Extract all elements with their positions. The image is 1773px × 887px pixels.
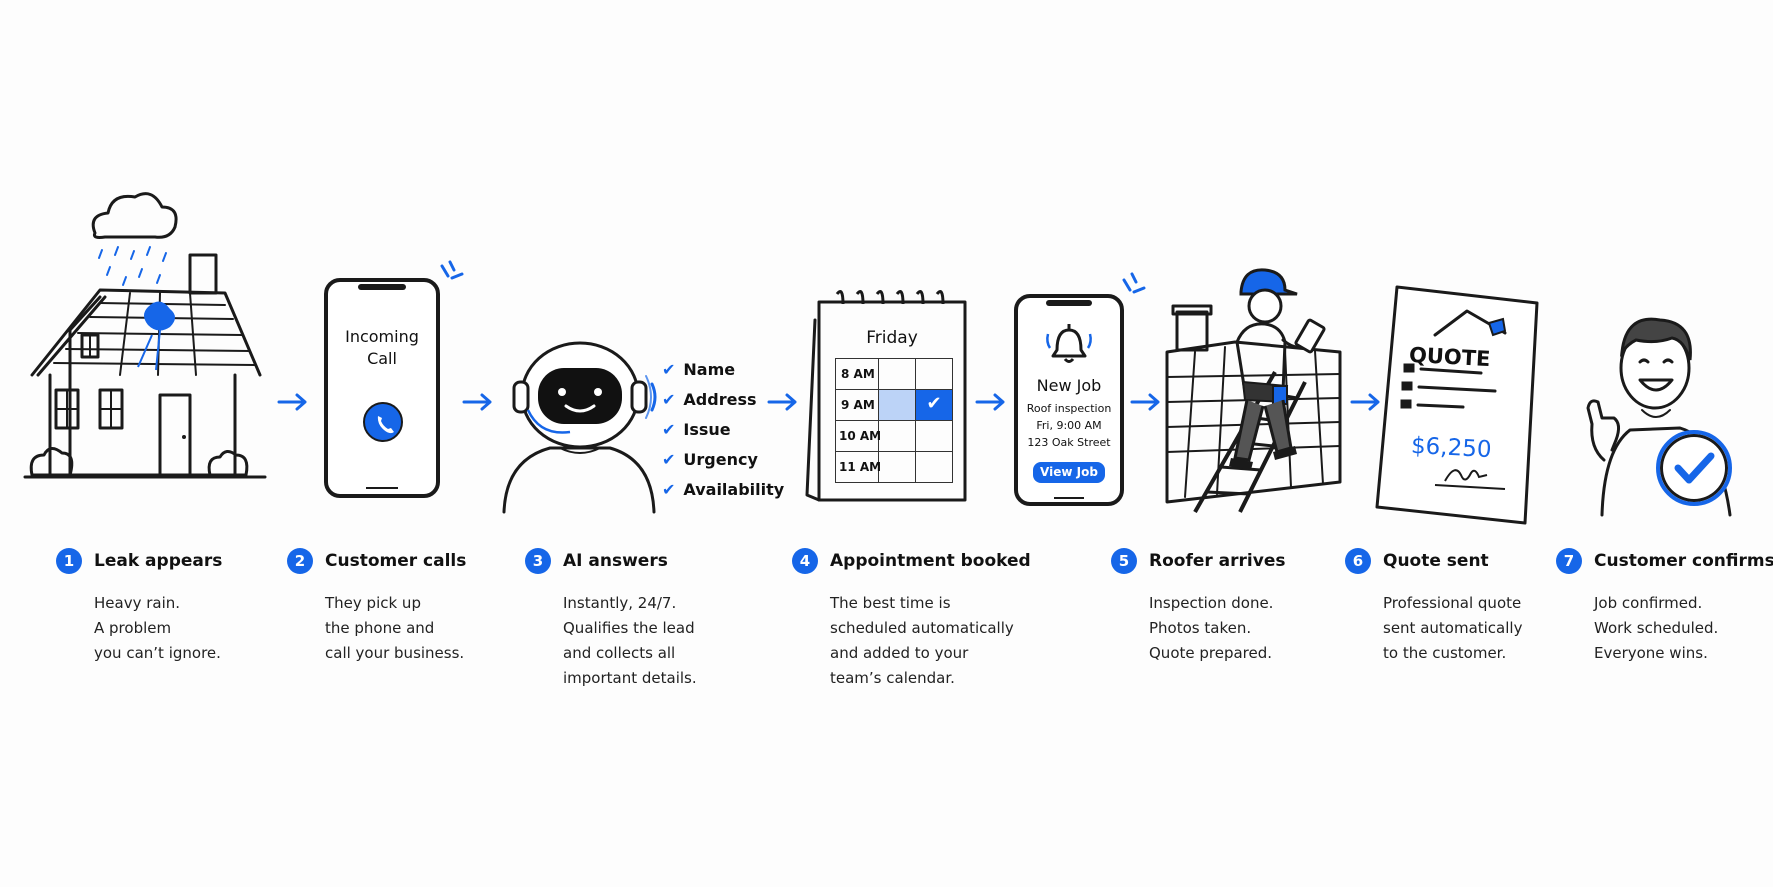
view-job-button[interactable]: View Job	[1033, 462, 1105, 483]
step-desc-line: important details.	[563, 669, 697, 687]
roofer-illustration	[1165, 262, 1345, 517]
calendar-time: 8 AM	[841, 367, 875, 381]
step-desc-line: Professional quote	[1383, 594, 1522, 612]
new-job-phone: New Job Roof inspection Fri, 9:00 AM 123…	[1010, 270, 1155, 515]
step-desc-line: and collects all	[563, 644, 676, 662]
calendar-day: Friday	[866, 328, 918, 348]
step-desc-line: the phone and	[325, 619, 435, 637]
step-6: 6 Quote sent Professional quote sent autom…	[1345, 548, 1522, 666]
calendar-time: 11 AM	[839, 460, 882, 474]
step-3: 3 AI answers Instantly, 24/7. Qualifies th…	[525, 548, 697, 691]
step-desc-line: Qualifies the lead	[563, 619, 695, 637]
checklist-item: Address	[683, 390, 757, 409]
calendar-time: 10 AM	[839, 429, 882, 443]
step-title: Quote sent	[1383, 551, 1489, 571]
step-desc-line: Instantly, 24/7.	[563, 594, 677, 612]
step-desc-line: A problem	[94, 619, 172, 637]
step-number: 1	[56, 548, 82, 574]
step-number: 5	[1111, 548, 1137, 574]
step-number: 6	[1345, 548, 1371, 574]
step-desc-line: Job confirmed.	[1594, 594, 1703, 612]
step-desc-line: Photos taken.	[1149, 619, 1252, 637]
step-desc-line: Work scheduled.	[1594, 619, 1719, 637]
cloud-icon	[91, 192, 178, 239]
step-desc-line: scheduled automatically	[830, 619, 1014, 637]
customer-illustration	[1560, 300, 1740, 520]
bell-icon	[1046, 324, 1092, 363]
step-number: 4	[792, 548, 818, 574]
house-illustration	[20, 185, 270, 495]
incoming-call-line1: Incoming	[345, 327, 419, 346]
phone-incoming-call: Incoming Call	[318, 260, 468, 500]
arrow-right-icon	[1130, 393, 1160, 411]
checklist-item: Availability	[683, 480, 785, 499]
check-badge-icon	[1656, 430, 1732, 506]
step-desc-line: call your business.	[325, 644, 465, 662]
step-number: 7	[1556, 548, 1582, 574]
check-icon: ✔	[662, 360, 676, 379]
new-job-line3: 123 Oak Street	[1027, 436, 1111, 449]
calendar-illustration: Friday ✔ 8 AM 9 AM 10 AM 11 AM	[805, 290, 970, 505]
step-title: Customer calls	[325, 551, 467, 571]
checklist-item: Urgency	[683, 450, 758, 469]
quote-title: QUOTE	[1408, 342, 1492, 372]
step-title: Appointment booked	[830, 551, 1031, 571]
step-desc-line: Heavy rain.	[94, 594, 181, 612]
step-desc-line: They pick up	[325, 594, 421, 612]
step-desc-line: Inspection done.	[1149, 594, 1274, 612]
new-job-title: New Job	[1036, 376, 1102, 395]
calendar-time: 9 AM	[841, 398, 875, 412]
quote-amount: $6,250	[1410, 432, 1493, 464]
step-title: AI answers	[563, 551, 668, 571]
step-desc-line: and added to your	[830, 644, 969, 662]
check-icon: ✔	[662, 420, 676, 439]
new-job-line1: Roof inspection	[1026, 402, 1112, 415]
step-desc-line: Everyone wins.	[1594, 644, 1708, 662]
arrow-right-icon	[767, 393, 797, 411]
booked-slot: ✔	[915, 389, 953, 421]
step-desc-line: you can’t ignore.	[94, 644, 221, 662]
step-desc-line: sent automatically	[1383, 619, 1523, 637]
check-icon: ✔	[662, 480, 676, 499]
checklist-item: Name	[683, 360, 736, 379]
step-title: Customer confirms	[1594, 551, 1773, 571]
check-icon: ✔	[926, 393, 942, 414]
step-4: 4 Appointment booked The best time is sche…	[792, 548, 1031, 691]
step-1: 1 Leak appears Heavy rain. A problem you ca…	[56, 548, 222, 666]
step-2: 2 Customer calls They pick up the phone an…	[287, 548, 466, 666]
step-number: 3	[525, 548, 551, 574]
step-number: 2	[287, 548, 313, 574]
step-title: Leak appears	[94, 551, 223, 571]
step-7: 7 Customer confirms Job confirmed. Work sc…	[1556, 548, 1773, 666]
arrow-right-icon	[975, 393, 1005, 411]
incoming-call-line2: Call	[367, 349, 397, 368]
phone-icon	[363, 402, 403, 442]
checklist-item: Issue	[683, 420, 731, 439]
step-desc-line: team’s calendar.	[830, 669, 955, 687]
step-5: 5 Roofer arrives Inspection done. Photos t…	[1111, 548, 1285, 666]
check-icon: ✔	[662, 450, 676, 469]
ai-robot-illustration	[500, 340, 660, 515]
robot-checklist: ✔ Name ✔ Address ✔ Issue ✔ Urgency ✔ Availabi…	[662, 360, 785, 510]
arrow-right-icon	[1350, 393, 1380, 411]
step-desc-line: The best time is	[830, 594, 951, 612]
check-icon: ✔	[662, 390, 676, 409]
arrow-right-icon	[277, 393, 307, 411]
step-desc-line: to the customer.	[1383, 644, 1507, 662]
quote-document: QUOTE $6,250	[1375, 285, 1540, 525]
step-title: Roofer arrives	[1149, 551, 1286, 571]
new-job-line2: Fri, 9:00 AM	[1036, 419, 1102, 432]
step-desc-line: Quote prepared.	[1149, 644, 1273, 662]
arrow-right-icon	[462, 393, 492, 411]
